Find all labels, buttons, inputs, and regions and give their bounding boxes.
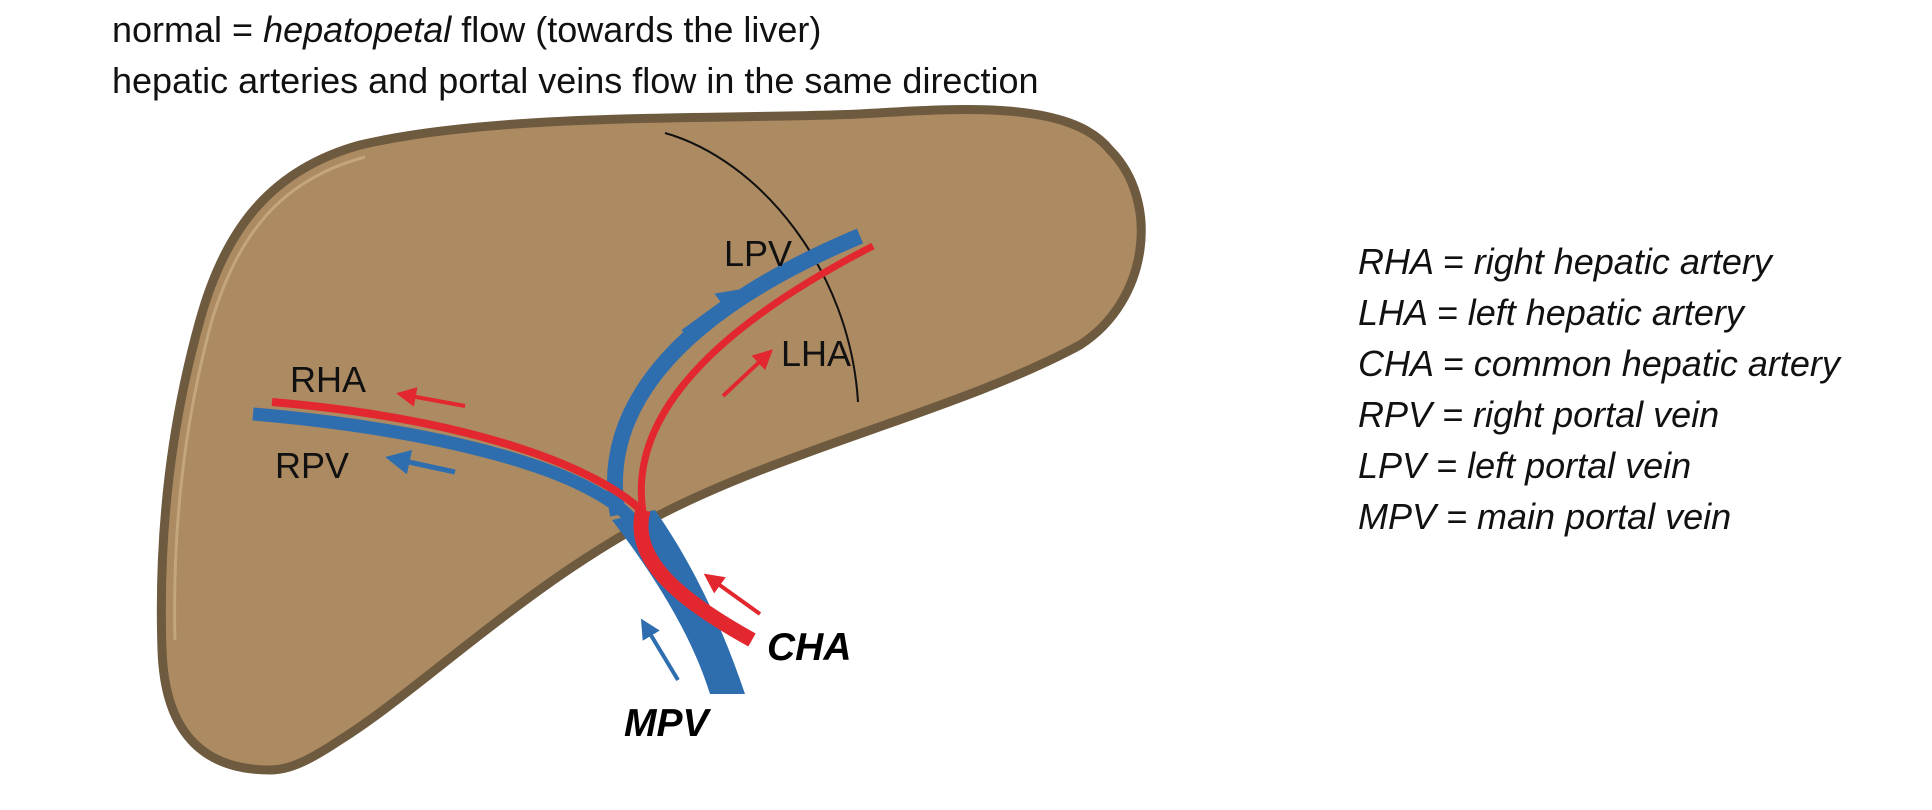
header-line-1: normal = hepatopetal flow (towards the l… (112, 4, 1039, 55)
header-line-2: hepatic arteries and portal veins flow i… (112, 60, 1039, 101)
legend-item-cha: CHA = common hepatic artery (1358, 343, 1840, 384)
common-hepatic-artery (633, 508, 756, 647)
legend-item-lha: LHA = left hepatic artery (1358, 292, 1744, 333)
label-lha: LHA (781, 333, 851, 374)
flow-arrow-cha (703, 573, 762, 616)
legend-item-mpv: MPV = main portal vein (1358, 496, 1732, 537)
label-rpv: RPV (275, 445, 349, 486)
flow-arrow-mpv (640, 618, 680, 682)
label-lpv: LPV (724, 233, 792, 274)
flow-arrow-rpv (385, 449, 456, 475)
liver-highlight (173, 155, 366, 641)
main-portal-vein (612, 510, 745, 694)
label-rha: RHA (290, 359, 366, 400)
legend-item-rha: RHA = right hepatic artery (1358, 241, 1772, 282)
flow-arrow-rha (396, 387, 466, 408)
left-portal-vein (607, 228, 864, 517)
header-suffix: flow (towards the liver) (451, 9, 822, 50)
legend-item-lpv: LPV = left portal vein (1358, 445, 1692, 486)
lobe-division-line (664, 132, 859, 403)
header: normal = hepatopetal flow (towards the l… (112, 4, 1039, 106)
label-cha: CHA (767, 626, 852, 669)
legend: RHA = right hepatic artery LHA = left he… (1358, 236, 1840, 542)
left-hepatic-artery (637, 242, 875, 513)
header-italic-term: hepatopetal (263, 9, 452, 50)
header-prefix: normal = (112, 9, 264, 50)
legend-item-rpv: RPV = right portal vein (1358, 394, 1720, 435)
right-hepatic-artery (271, 398, 646, 515)
flow-arrow-lpv (681, 289, 743, 335)
flow-arrow-lha (721, 349, 773, 398)
label-mpv: MPV (624, 702, 712, 745)
